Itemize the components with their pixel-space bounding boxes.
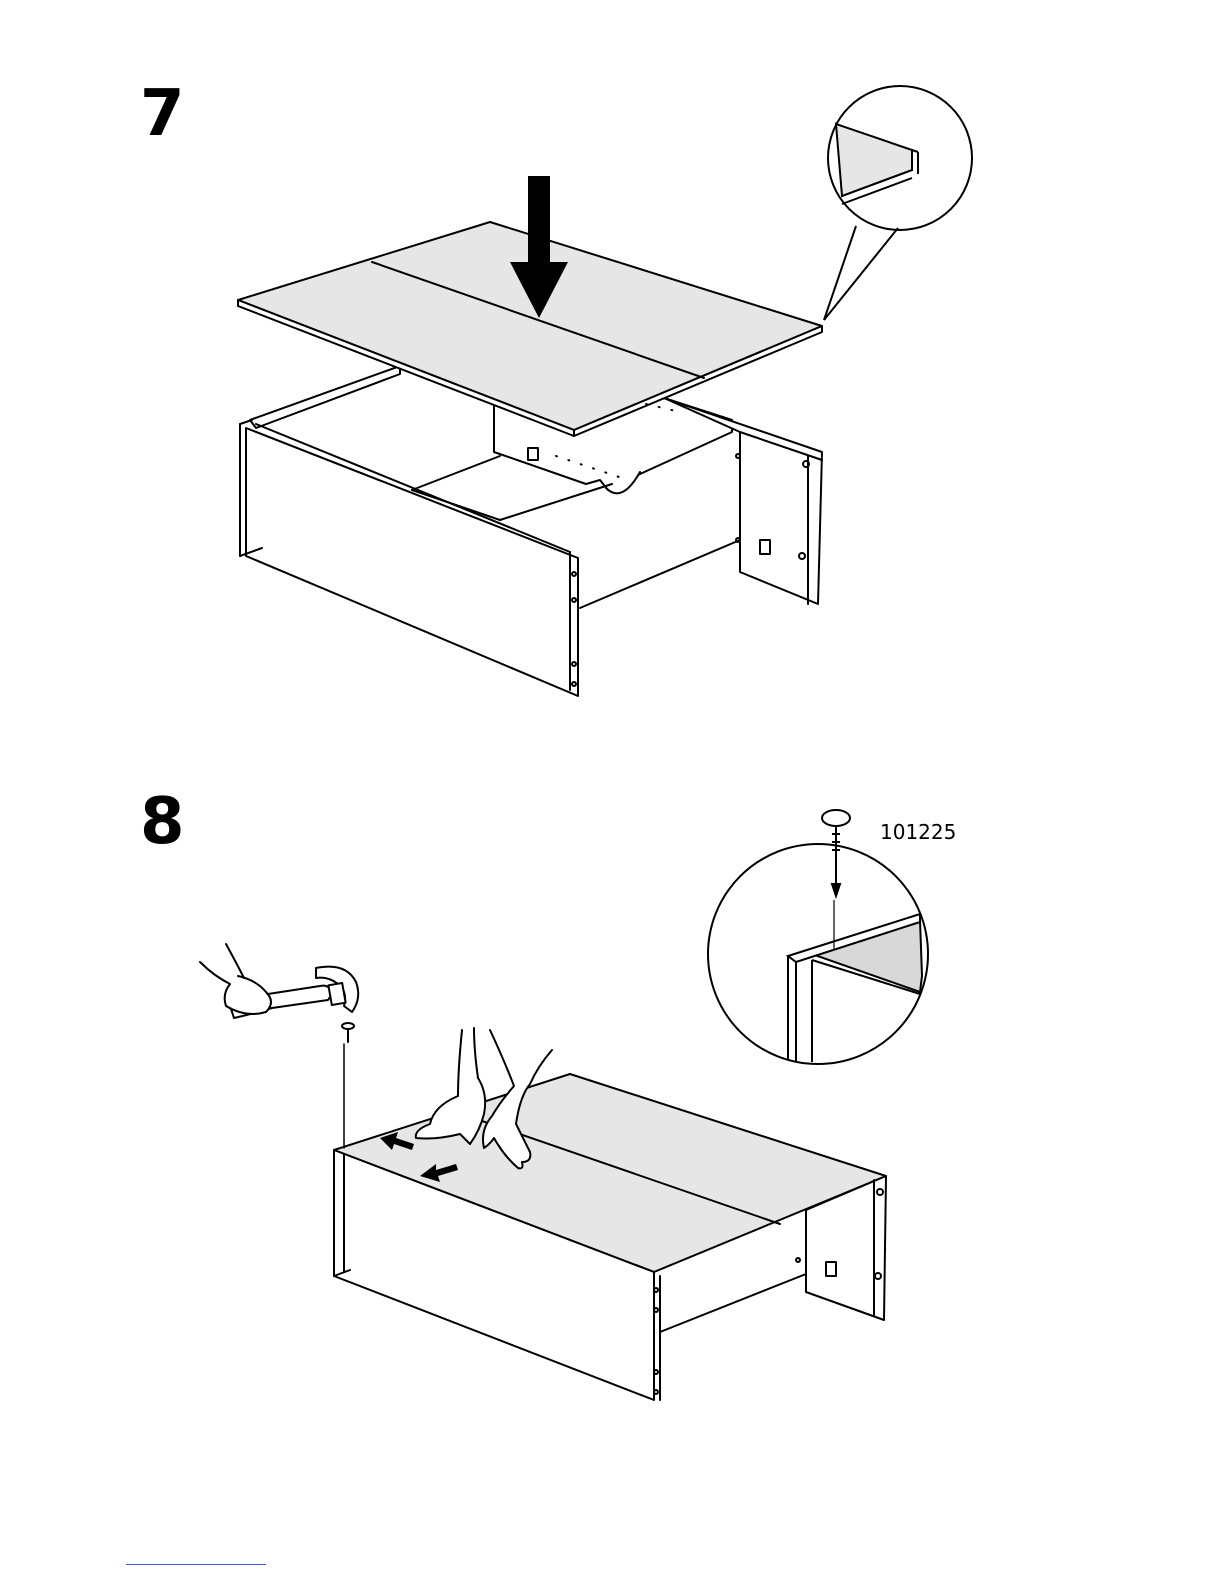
step-7-illustration (0, 0, 1224, 760)
panel-seam (456, 1112, 780, 1224)
assembled-top-panel (334, 1074, 886, 1272)
hand-holding-hammer-icon (200, 944, 271, 1014)
step-number-8: 8 (140, 790, 185, 854)
footer-rule (126, 1564, 266, 1565)
edge-detail-callout (824, 86, 972, 320)
nail-part-number: 101225 (880, 820, 956, 844)
back-panel (250, 366, 400, 428)
right-side-panel (806, 1176, 886, 1320)
nail-icon (342, 1023, 354, 1042)
slide-arrow-left-icon (380, 1132, 414, 1150)
nail-detail-callout (708, 844, 928, 1064)
front-panel (246, 428, 578, 696)
nail-101225-icon (822, 810, 850, 896)
hands-pressing-icon (416, 1028, 552, 1168)
hammer-icon (228, 967, 358, 1018)
slide-arrow-down-icon (420, 1164, 458, 1182)
front-panel (334, 1150, 654, 1400)
